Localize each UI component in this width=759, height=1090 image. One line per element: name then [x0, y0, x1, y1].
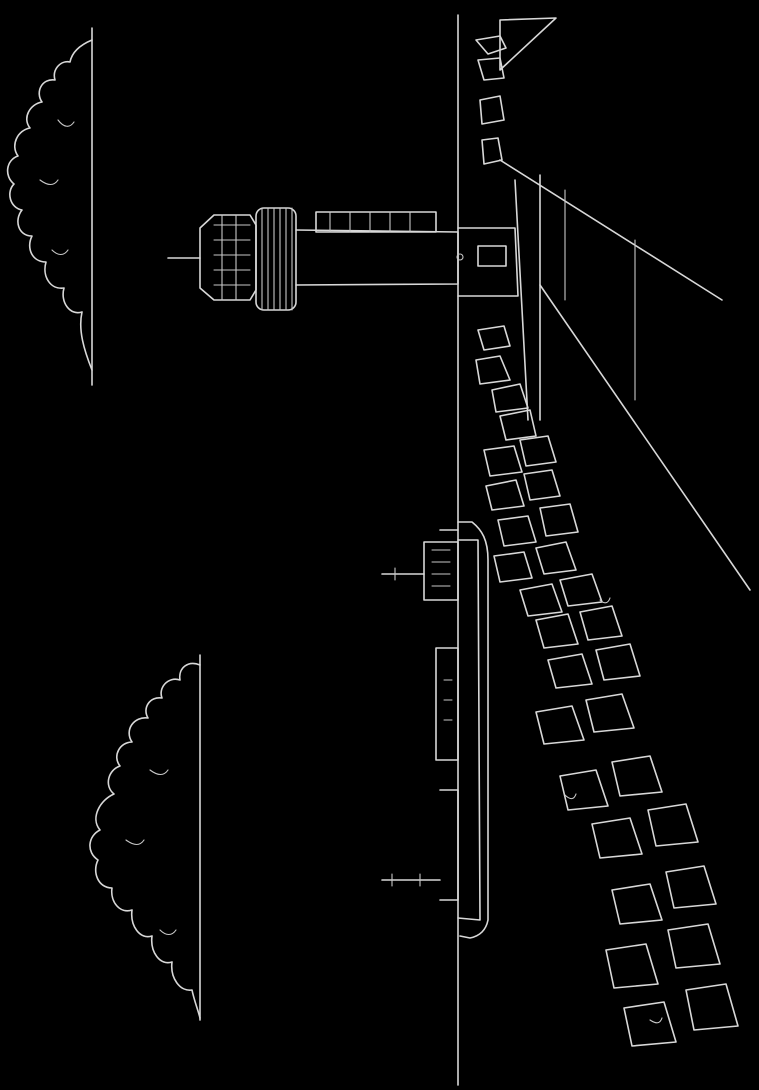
- ship: [381, 521, 489, 939]
- cloud-bottom: [89, 654, 201, 1021]
- lighthouse: [167, 207, 519, 311]
- cloud-top: [6, 27, 93, 386]
- breakwater-tetrapods: [475, 35, 739, 1047]
- pier-walkway: [499, 17, 751, 591]
